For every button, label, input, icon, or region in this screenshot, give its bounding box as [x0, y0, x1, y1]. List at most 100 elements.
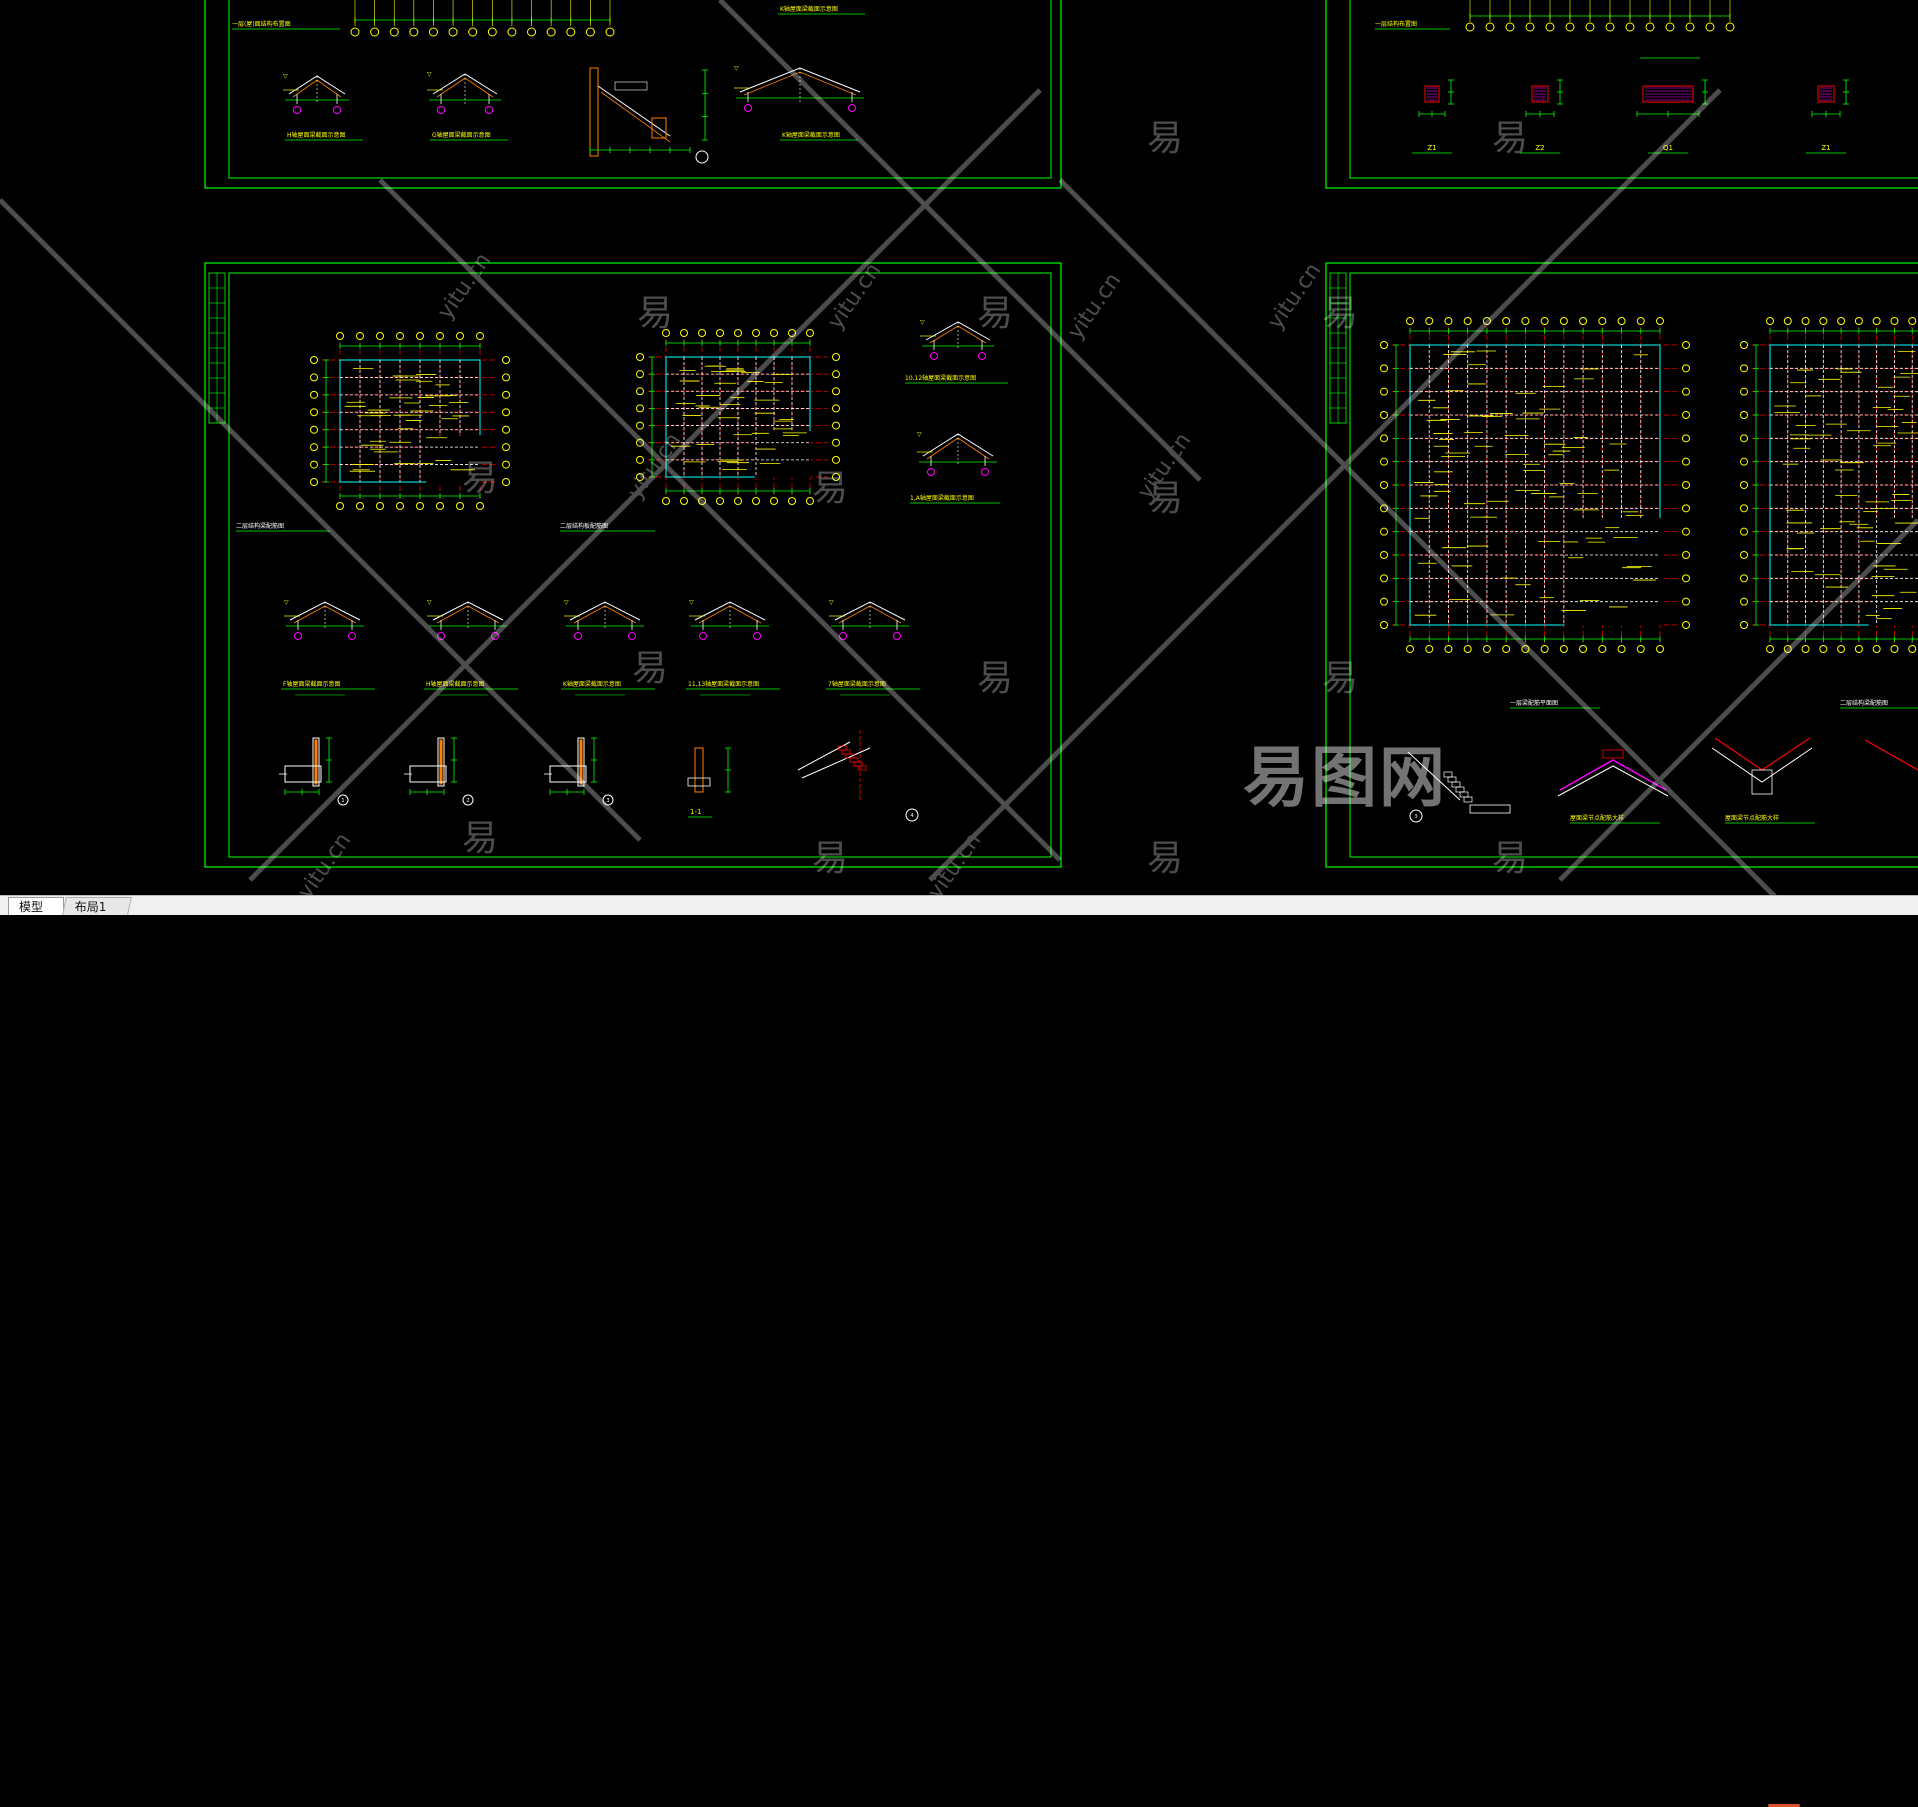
roof-section: ▽	[689, 599, 769, 640]
axis-bubble	[1541, 646, 1548, 653]
axis-bubble	[477, 333, 484, 340]
axis-bubble	[789, 498, 796, 505]
axis-bubble	[1683, 412, 1690, 419]
axis-bubble	[1541, 318, 1548, 325]
watermark-text: 易	[462, 818, 498, 859]
axis-bubble	[717, 330, 724, 337]
watermark-text: yitu.cn	[623, 428, 686, 504]
axis-bubble	[449, 28, 457, 36]
axis-bubble	[547, 28, 555, 36]
elevation-mark: ▽	[427, 71, 432, 78]
column-section: Z1	[1806, 80, 1849, 153]
watermark-stripe	[1060, 180, 1918, 895]
axis-bubble	[1560, 646, 1567, 653]
axis-bubble	[469, 28, 477, 36]
axis-bubble	[1855, 318, 1862, 325]
axis-bubble	[429, 28, 437, 36]
axis-bubble	[1445, 318, 1452, 325]
axis-bubble	[833, 439, 840, 446]
axis-bubble	[1464, 318, 1471, 325]
stair-step	[1448, 777, 1456, 782]
drawing-title: G轴屋面梁截面示意图	[432, 131, 491, 139]
axis-bubble	[1566, 23, 1574, 31]
watermark-stripe	[0, 200, 640, 840]
watermark-text: 易	[812, 468, 848, 509]
tab-layout1[interactable]: 布局1	[62, 897, 132, 915]
axis-bubble	[637, 388, 644, 395]
axis-bubble	[833, 456, 840, 463]
axis-bubble	[351, 28, 359, 36]
axis-bubble	[575, 633, 582, 640]
axis-bubble	[417, 503, 424, 510]
axis-bubble	[1426, 646, 1433, 653]
drawing-title: H轴屋面梁截面示意图	[426, 680, 485, 688]
axis-bubble	[397, 333, 404, 340]
watermark-text: 易	[462, 458, 498, 499]
axis-bubble	[833, 422, 840, 429]
axis-bubble	[410, 28, 418, 36]
axis-bubble	[1580, 318, 1587, 325]
axis-bubble	[1466, 23, 1474, 31]
roof-node-beam	[1603, 750, 1623, 758]
axis-bubble	[1580, 646, 1587, 653]
axis-bubble	[1683, 388, 1690, 395]
axis-bubble	[1637, 646, 1644, 653]
watermark-text: 易	[1322, 658, 1358, 699]
roof-node-rebar	[1865, 740, 1918, 770]
axis-bubble	[1741, 365, 1748, 372]
axis-bubble	[1726, 23, 1734, 31]
construction-detail: 2	[404, 738, 473, 805]
axis-bubble	[503, 426, 510, 433]
roof-slope	[923, 434, 993, 456]
axis-bubble	[1891, 318, 1898, 325]
elevation-mark: ▽	[564, 599, 569, 606]
axis-bubble	[311, 479, 318, 486]
axis-bubble	[311, 444, 318, 451]
structural-plan	[1381, 318, 1690, 653]
axis-bubble	[1820, 646, 1827, 653]
layout-tab-bar: 模型 布局1	[0, 895, 1918, 915]
detail-label-box	[615, 82, 647, 90]
elevation-mark: ▽	[284, 599, 289, 606]
axis-bubble	[629, 633, 636, 640]
axis-bubble	[1741, 435, 1748, 442]
axis-bubble	[1683, 622, 1690, 629]
axis-bubble	[771, 498, 778, 505]
watermark-text: 易	[977, 658, 1013, 699]
watermark-text: yitu.cn	[293, 828, 356, 895]
section-label: 1-1	[690, 808, 701, 816]
axis-bubble	[754, 633, 761, 640]
watermark-text: 易	[1492, 118, 1528, 159]
tab-layout1-label: 布局1	[75, 898, 107, 916]
axis-bubble	[771, 330, 778, 337]
axis-bubble	[1683, 528, 1690, 535]
axis-bubble	[637, 405, 644, 412]
axis-bubble	[311, 374, 318, 381]
axis-bubble	[1802, 646, 1809, 653]
elevation-mark: ▽	[283, 73, 288, 80]
axis-bubble	[503, 444, 510, 451]
axis-bubble	[1637, 318, 1644, 325]
axis-bubble	[294, 107, 301, 114]
stair-step	[850, 758, 858, 762]
drawing-title: 一层梁配筋平面图	[1510, 699, 1558, 707]
sheet-frame-top-left-inner	[229, 0, 1051, 178]
drawing-title: 1,A轴屋面梁截面示意图	[910, 494, 974, 502]
watermark-text: 易	[632, 648, 668, 689]
axis-bubble	[753, 330, 760, 337]
column-label: Z1	[1427, 144, 1436, 152]
drawing-title: K轴屋面梁截面示意图	[780, 5, 838, 13]
stair-detail: 4	[798, 730, 918, 821]
stair-step	[1452, 782, 1460, 787]
axis-bubble	[457, 503, 464, 510]
axis-bubble	[1873, 318, 1880, 325]
stair-step	[1464, 797, 1472, 802]
tab-model[interactable]: 模型	[8, 897, 64, 915]
axis-bubble	[390, 28, 398, 36]
axis-bubble	[735, 498, 742, 505]
plan-notch	[755, 431, 810, 477]
axis-bubble	[1666, 23, 1674, 31]
